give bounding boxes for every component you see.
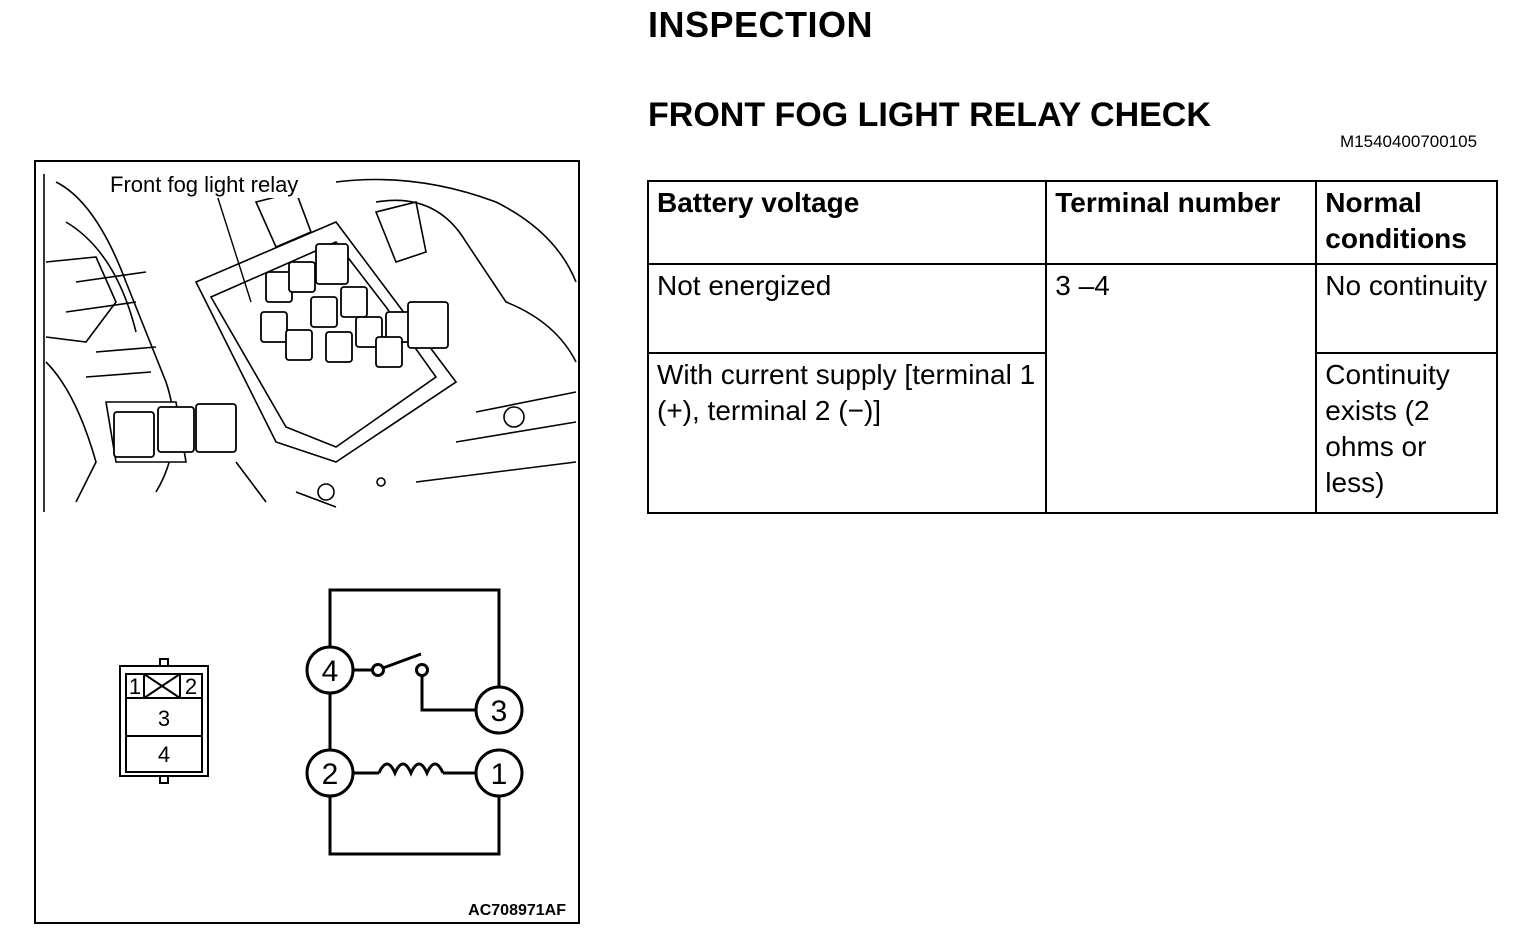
figure-code: AC708971AF <box>468 902 566 919</box>
connector-pin-1: 1 <box>129 674 141 699</box>
header-battery-voltage: Battery voltage <box>646 180 1048 265</box>
terminal-2-label: 2 <box>322 758 339 791</box>
connector-pin-2: 2 <box>185 674 197 699</box>
cell-terminal-number: 3 –4 <box>1045 263 1318 514</box>
connector-pin-3: 3 <box>158 706 170 731</box>
relay-leader-line <box>215 191 252 303</box>
cell-battery-voltage: Not energized <box>646 263 1048 354</box>
relay-check-table: Battery voltage Terminal number Normal c… <box>646 180 1498 514</box>
cell-battery-voltage: With current supply [terminal 1 (+), ter… <box>646 352 1048 514</box>
connector-diagram <box>119 658 209 784</box>
document-id: M1540400700105 <box>1340 132 1478 151</box>
relay-figure: 1 2 3 4 4 3 2 1 F <box>34 160 580 924</box>
cell-normal-conditions: Continuity exists (2 ohms or less) <box>1315 352 1498 514</box>
terminal-3-label: 3 <box>491 695 508 728</box>
terminal-4-label: 4 <box>322 655 339 688</box>
page-title: INSPECTION <box>648 4 874 45</box>
header-terminal-number: Terminal number <box>1045 180 1318 265</box>
connector-pin-4: 4 <box>158 742 170 767</box>
connector-pin-labels: 1 2 3 4 <box>129 674 197 767</box>
header-normal-conditions: Normal conditions <box>1315 180 1498 265</box>
figure-drawing: 1 2 3 4 4 3 2 1 <box>43 174 577 856</box>
schematic-terminal-labels: 4 3 2 1 <box>322 655 508 791</box>
table-row: With current supply [terminal 1 (+), ter… <box>646 352 1498 514</box>
cell-normal-conditions: No continuity <box>1315 263 1498 354</box>
terminal-1-label: 1 <box>491 758 508 791</box>
table-row: Not energized 3 –4 No continuity <box>646 263 1498 514</box>
relay-blocks <box>113 243 449 458</box>
section-title: FRONT FOG LIGHT RELAY CHECK <box>648 96 1211 134</box>
table-header-row: Battery voltage Terminal number Normal c… <box>646 180 1498 265</box>
relay-schematic <box>305 588 524 856</box>
relay-callout-label: Front fog light relay <box>108 172 301 198</box>
